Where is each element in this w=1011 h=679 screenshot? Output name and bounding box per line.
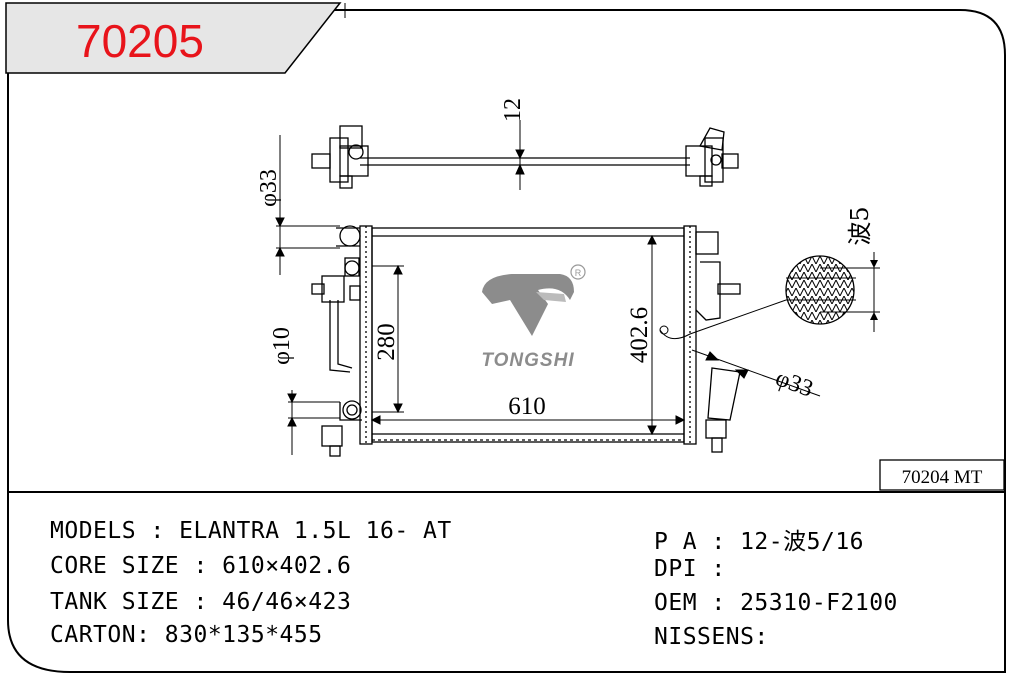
spec-models: MODELS : ELANTRA 1.5L 16- AT <box>50 518 452 544</box>
tongshi-logo: R TONGSHI <box>481 264 586 371</box>
dim-402-lines <box>647 234 657 436</box>
spec-carton: CARTON: 830*135*455 <box>50 622 323 648</box>
ref-box <box>879 459 1005 491</box>
header-tab <box>5 2 342 74</box>
ref-box-text: 70204 MT <box>902 467 983 488</box>
front-view <box>311 225 741 457</box>
dim-12-lines <box>515 120 525 190</box>
top-view <box>311 125 739 189</box>
spec-nissens: NISSENS: <box>654 624 769 650</box>
dim-wave5: 波5 <box>846 206 874 245</box>
dim-dia33-right: φ33 <box>772 365 816 402</box>
dim-12: 12 <box>500 98 526 122</box>
dim-610-lines <box>370 415 686 425</box>
spec-oem: OEM : 25310-F2100 <box>654 590 898 616</box>
dim-dia10: φ10 <box>269 327 295 365</box>
sheet-border <box>7 9 1006 673</box>
dim-dia33-top: φ33 <box>256 169 282 207</box>
brand-name: TONGSHI <box>481 350 574 371</box>
logo-mark-icon <box>482 274 574 336</box>
spec-pa: P A : 12-波5/16 <box>654 529 865 555</box>
dim-dia33-top-lines <box>275 135 340 275</box>
spec-block: MODELS : ELANTRA 1.5L 16- AT CORE SIZE :… <box>0 0 897 650</box>
dim-402-6: 402.6 <box>626 307 653 363</box>
spec-dpi: DPI : <box>654 556 726 582</box>
spec-core-size: CORE SIZE : 610×402.6 <box>50 553 352 579</box>
registered-mark: R <box>575 268 582 278</box>
dim-dia10-lines <box>287 390 340 455</box>
spec-tank-size: TANK SIZE : 46/46×423 <box>50 589 352 615</box>
dim-dia33-right-lines <box>691 349 821 397</box>
fin-detail <box>659 252 880 340</box>
part-number: 70205 <box>76 15 204 67</box>
dim-610: 610 <box>508 393 546 420</box>
dim-280: 280 <box>373 323 400 361</box>
dim-280-lines <box>372 264 404 414</box>
